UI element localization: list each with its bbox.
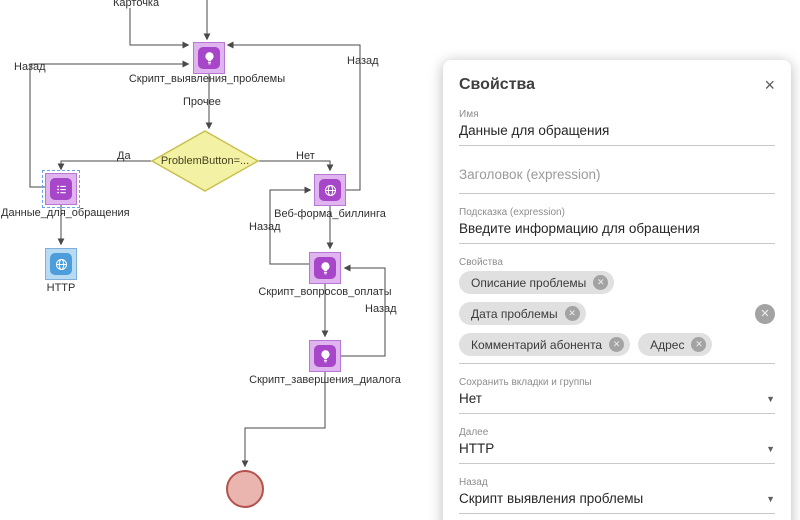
chip-address[interactable]: Адрес ✕	[638, 333, 713, 356]
header-expression-input[interactable]: Заголовок (expression)	[459, 167, 601, 182]
chevron-down-icon: ▼	[766, 493, 775, 504]
globe-icon	[50, 253, 72, 275]
chip-label: Дата проблемы	[471, 306, 558, 321]
node-condition-diamond[interactable]	[150, 130, 260, 192]
next-select[interactable]: HTTP	[459, 441, 495, 456]
field-next[interactable]: Далее HTTP ▼	[459, 427, 775, 464]
globe-icon	[319, 179, 341, 201]
back-select[interactable]: Скрипт выявления проблемы	[459, 491, 644, 506]
chip-remove-icon[interactable]: ✕	[609, 337, 625, 352]
lightbulb-icon	[314, 257, 336, 279]
close-icon[interactable]: ×	[764, 75, 775, 95]
field-back-label: Назад	[459, 477, 488, 488]
panel-title: Свойства	[459, 76, 536, 93]
edge-no	[257, 160, 334, 172]
edge-back-lower	[341, 264, 386, 357]
field-save-tabs-label: Сохранить вкладки и группы	[459, 377, 592, 388]
node-web-form-billing[interactable]	[314, 174, 346, 206]
chevron-down-icon: ▼	[766, 443, 775, 454]
node-script-dialog-finish[interactable]	[309, 340, 341, 372]
field-back[interactable]: Назад Скрипт выявления проблемы ▼	[459, 477, 775, 514]
edge-back-mid	[269, 186, 312, 265]
edge-yes	[57, 160, 153, 171]
edge-label-yes: Да	[117, 150, 131, 162]
field-save-tabs[interactable]: Сохранить вкладки и группы Нет ▼	[459, 377, 775, 414]
node-label-condition: ProblemButton=...	[160, 155, 250, 167]
save-tabs-select[interactable]: Нет	[459, 391, 482, 406]
edge-label-card: Карточка	[113, 0, 160, 9]
node-label-script-payment-questions: Скрипт_вопросов_оплаты	[258, 286, 392, 298]
node-label-web-form-billing: Веб-форма_биллинга	[274, 208, 386, 220]
name-input[interactable]: Данные для обращения	[459, 123, 610, 138]
node-label-script-problem-detect: Скрипт_выявления_проблемы	[128, 73, 286, 85]
clear-all-icon[interactable]: ✕	[755, 303, 775, 324]
lightbulb-icon	[314, 345, 336, 367]
edge-back-left	[29, 60, 190, 188]
field-hint-expression[interactable]: Подсказка (expression) Введите информаци…	[459, 207, 775, 244]
lightbulb-icon	[198, 47, 220, 69]
field-hint-label: Подсказка (expression)	[459, 207, 565, 218]
chip-label: Адрес	[650, 337, 685, 352]
list-icon	[50, 178, 72, 200]
edge-label-back-mid: Назад	[249, 221, 281, 233]
chevron-down-icon: ▼	[766, 393, 775, 404]
edge-to-finish	[241, 372, 326, 468]
node-label-script-dialog-finish: Скрипт_завершения_диалога	[249, 374, 401, 386]
node-request-data[interactable]	[42, 170, 80, 208]
field-name-label: Имя	[459, 109, 479, 120]
edge-label-back-top-left: Назад	[14, 61, 46, 73]
chips-list: Описание проблемы ✕ Дата проблемы ✕ Комм…	[459, 271, 747, 356]
chip-problem-description[interactable]: Описание проблемы ✕	[459, 271, 615, 294]
chip-problem-date[interactable]: Дата проблемы ✕	[459, 302, 586, 325]
chip-remove-icon[interactable]: ✕	[691, 337, 707, 352]
node-label-request-data: Данные_для_обращения	[1, 207, 130, 219]
field-name[interactable]: Имя Данные для обращения	[459, 109, 775, 146]
panel-header: Свойства ×	[443, 60, 791, 96]
node-script-payment-questions[interactable]	[309, 252, 341, 284]
properties-panel: Свойства × Имя Данные для обращения Заго…	[443, 60, 791, 520]
edge-label-other: Прочее	[183, 96, 221, 108]
field-properties-label: Свойства	[459, 257, 503, 268]
chip-label: Описание проблемы	[471, 275, 587, 290]
field-header-expression[interactable]: Заголовок (expression)	[459, 159, 775, 194]
edge-label-no: Нет	[296, 150, 315, 162]
field-next-label: Далее	[459, 427, 489, 438]
node-script-problem-detect[interactable]	[193, 42, 225, 74]
edge-label-back-lower: Назад	[365, 303, 397, 315]
edge-back-top-right	[226, 41, 361, 191]
edge-card	[129, 8, 190, 49]
chip-subscriber-comment[interactable]: Комментарий абонента ✕	[459, 333, 631, 356]
field-properties[interactable]: Свойства Описание проблемы ✕ Дата пробле…	[459, 257, 775, 364]
node-end-circle[interactable]	[226, 470, 264, 508]
node-http[interactable]	[45, 248, 77, 280]
edge-label-back-top-right: Назад	[347, 55, 379, 67]
hint-input[interactable]: Введите информацию для обращения	[459, 221, 700, 236]
chip-remove-icon[interactable]: ✕	[564, 306, 580, 321]
node-label-http: HTTP	[46, 282, 76, 294]
chip-label: Комментарий абонента	[471, 337, 603, 352]
chip-remove-icon[interactable]: ✕	[593, 275, 609, 290]
